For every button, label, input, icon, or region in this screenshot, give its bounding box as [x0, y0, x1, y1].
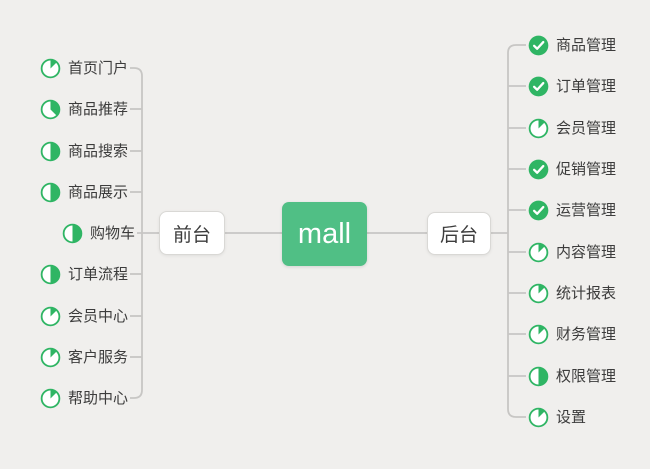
- back-item-member-mgmt[interactable]: 会员管理: [528, 117, 616, 139]
- item-label: 帮助中心: [68, 389, 129, 407]
- item-label: 订单管理: [556, 77, 617, 95]
- back-item-permission-mgmt[interactable]: 权限管理: [528, 365, 616, 387]
- progress-pie-icon: [40, 264, 61, 285]
- branch-node-front[interactable]: 前台: [159, 211, 225, 255]
- item-label: 会员管理: [556, 119, 617, 137]
- item-label: 促销管理: [556, 160, 617, 178]
- check-icon: [528, 76, 549, 97]
- progress-pie-icon: [528, 283, 549, 304]
- front-item-help-center[interactable]: 帮助中心: [40, 387, 128, 409]
- progress-pie-icon: [528, 407, 549, 428]
- front-item-search[interactable]: 商品搜索: [40, 140, 128, 162]
- item-label: 统计报表: [556, 284, 617, 302]
- progress-pie-icon: [528, 366, 549, 387]
- check-icon: [528, 159, 549, 180]
- progress-pie-icon: [40, 141, 61, 162]
- root-node-mall[interactable]: mall: [282, 202, 367, 266]
- back-item-product-mgmt[interactable]: 商品管理: [528, 34, 616, 56]
- item-label: 客户服务: [68, 348, 129, 366]
- front-item-member-center[interactable]: 会员中心: [40, 305, 128, 327]
- front-item-cart[interactable]: 购物车: [62, 222, 135, 244]
- front-item-recommend[interactable]: 商品推荐: [40, 98, 128, 120]
- item-label: 购物车: [90, 224, 136, 242]
- item-label: 设置: [556, 408, 587, 426]
- front-item-customer-service[interactable]: 客户服务: [40, 346, 128, 368]
- item-label: 运营管理: [556, 201, 617, 219]
- item-label: 商品推荐: [68, 100, 129, 118]
- progress-pie-icon: [40, 388, 61, 409]
- item-label: 首页门户: [68, 59, 129, 77]
- item-label: 商品搜索: [68, 142, 129, 160]
- back-item-order-mgmt[interactable]: 订单管理: [528, 75, 616, 97]
- check-icon: [528, 35, 549, 56]
- progress-pie-icon: [40, 306, 61, 327]
- progress-pie-icon: [40, 58, 61, 79]
- check-icon: [528, 200, 549, 221]
- item-label: 会员中心: [68, 307, 129, 325]
- item-label: 商品管理: [556, 36, 617, 54]
- front-item-order-flow[interactable]: 订单流程: [40, 263, 128, 285]
- progress-pie-icon: [62, 223, 83, 244]
- item-label: 内容管理: [556, 243, 617, 261]
- back-item-finance-mgmt[interactable]: 财务管理: [528, 323, 616, 345]
- item-label: 权限管理: [556, 367, 617, 385]
- item-label: 订单流程: [68, 265, 129, 283]
- front-item-homepage[interactable]: 首页门户: [40, 57, 128, 79]
- item-label: 商品展示: [68, 183, 129, 201]
- front-item-display[interactable]: 商品展示: [40, 181, 128, 203]
- back-item-settings[interactable]: 设置: [528, 406, 586, 428]
- progress-pie-icon: [528, 118, 549, 139]
- progress-pie-icon: [528, 324, 549, 345]
- progress-pie-icon: [40, 99, 61, 120]
- progress-pie-icon: [40, 347, 61, 368]
- back-item-operation-mgmt[interactable]: 运营管理: [528, 199, 616, 221]
- branch-node-back[interactable]: 后台: [427, 212, 491, 255]
- back-item-promotion-mgmt[interactable]: 促销管理: [528, 158, 616, 180]
- progress-pie-icon: [40, 182, 61, 203]
- progress-pie-icon: [528, 242, 549, 263]
- back-item-statistics-report[interactable]: 统计报表: [528, 282, 616, 304]
- item-label: 财务管理: [556, 325, 617, 343]
- back-item-content-mgmt[interactable]: 内容管理: [528, 241, 616, 263]
